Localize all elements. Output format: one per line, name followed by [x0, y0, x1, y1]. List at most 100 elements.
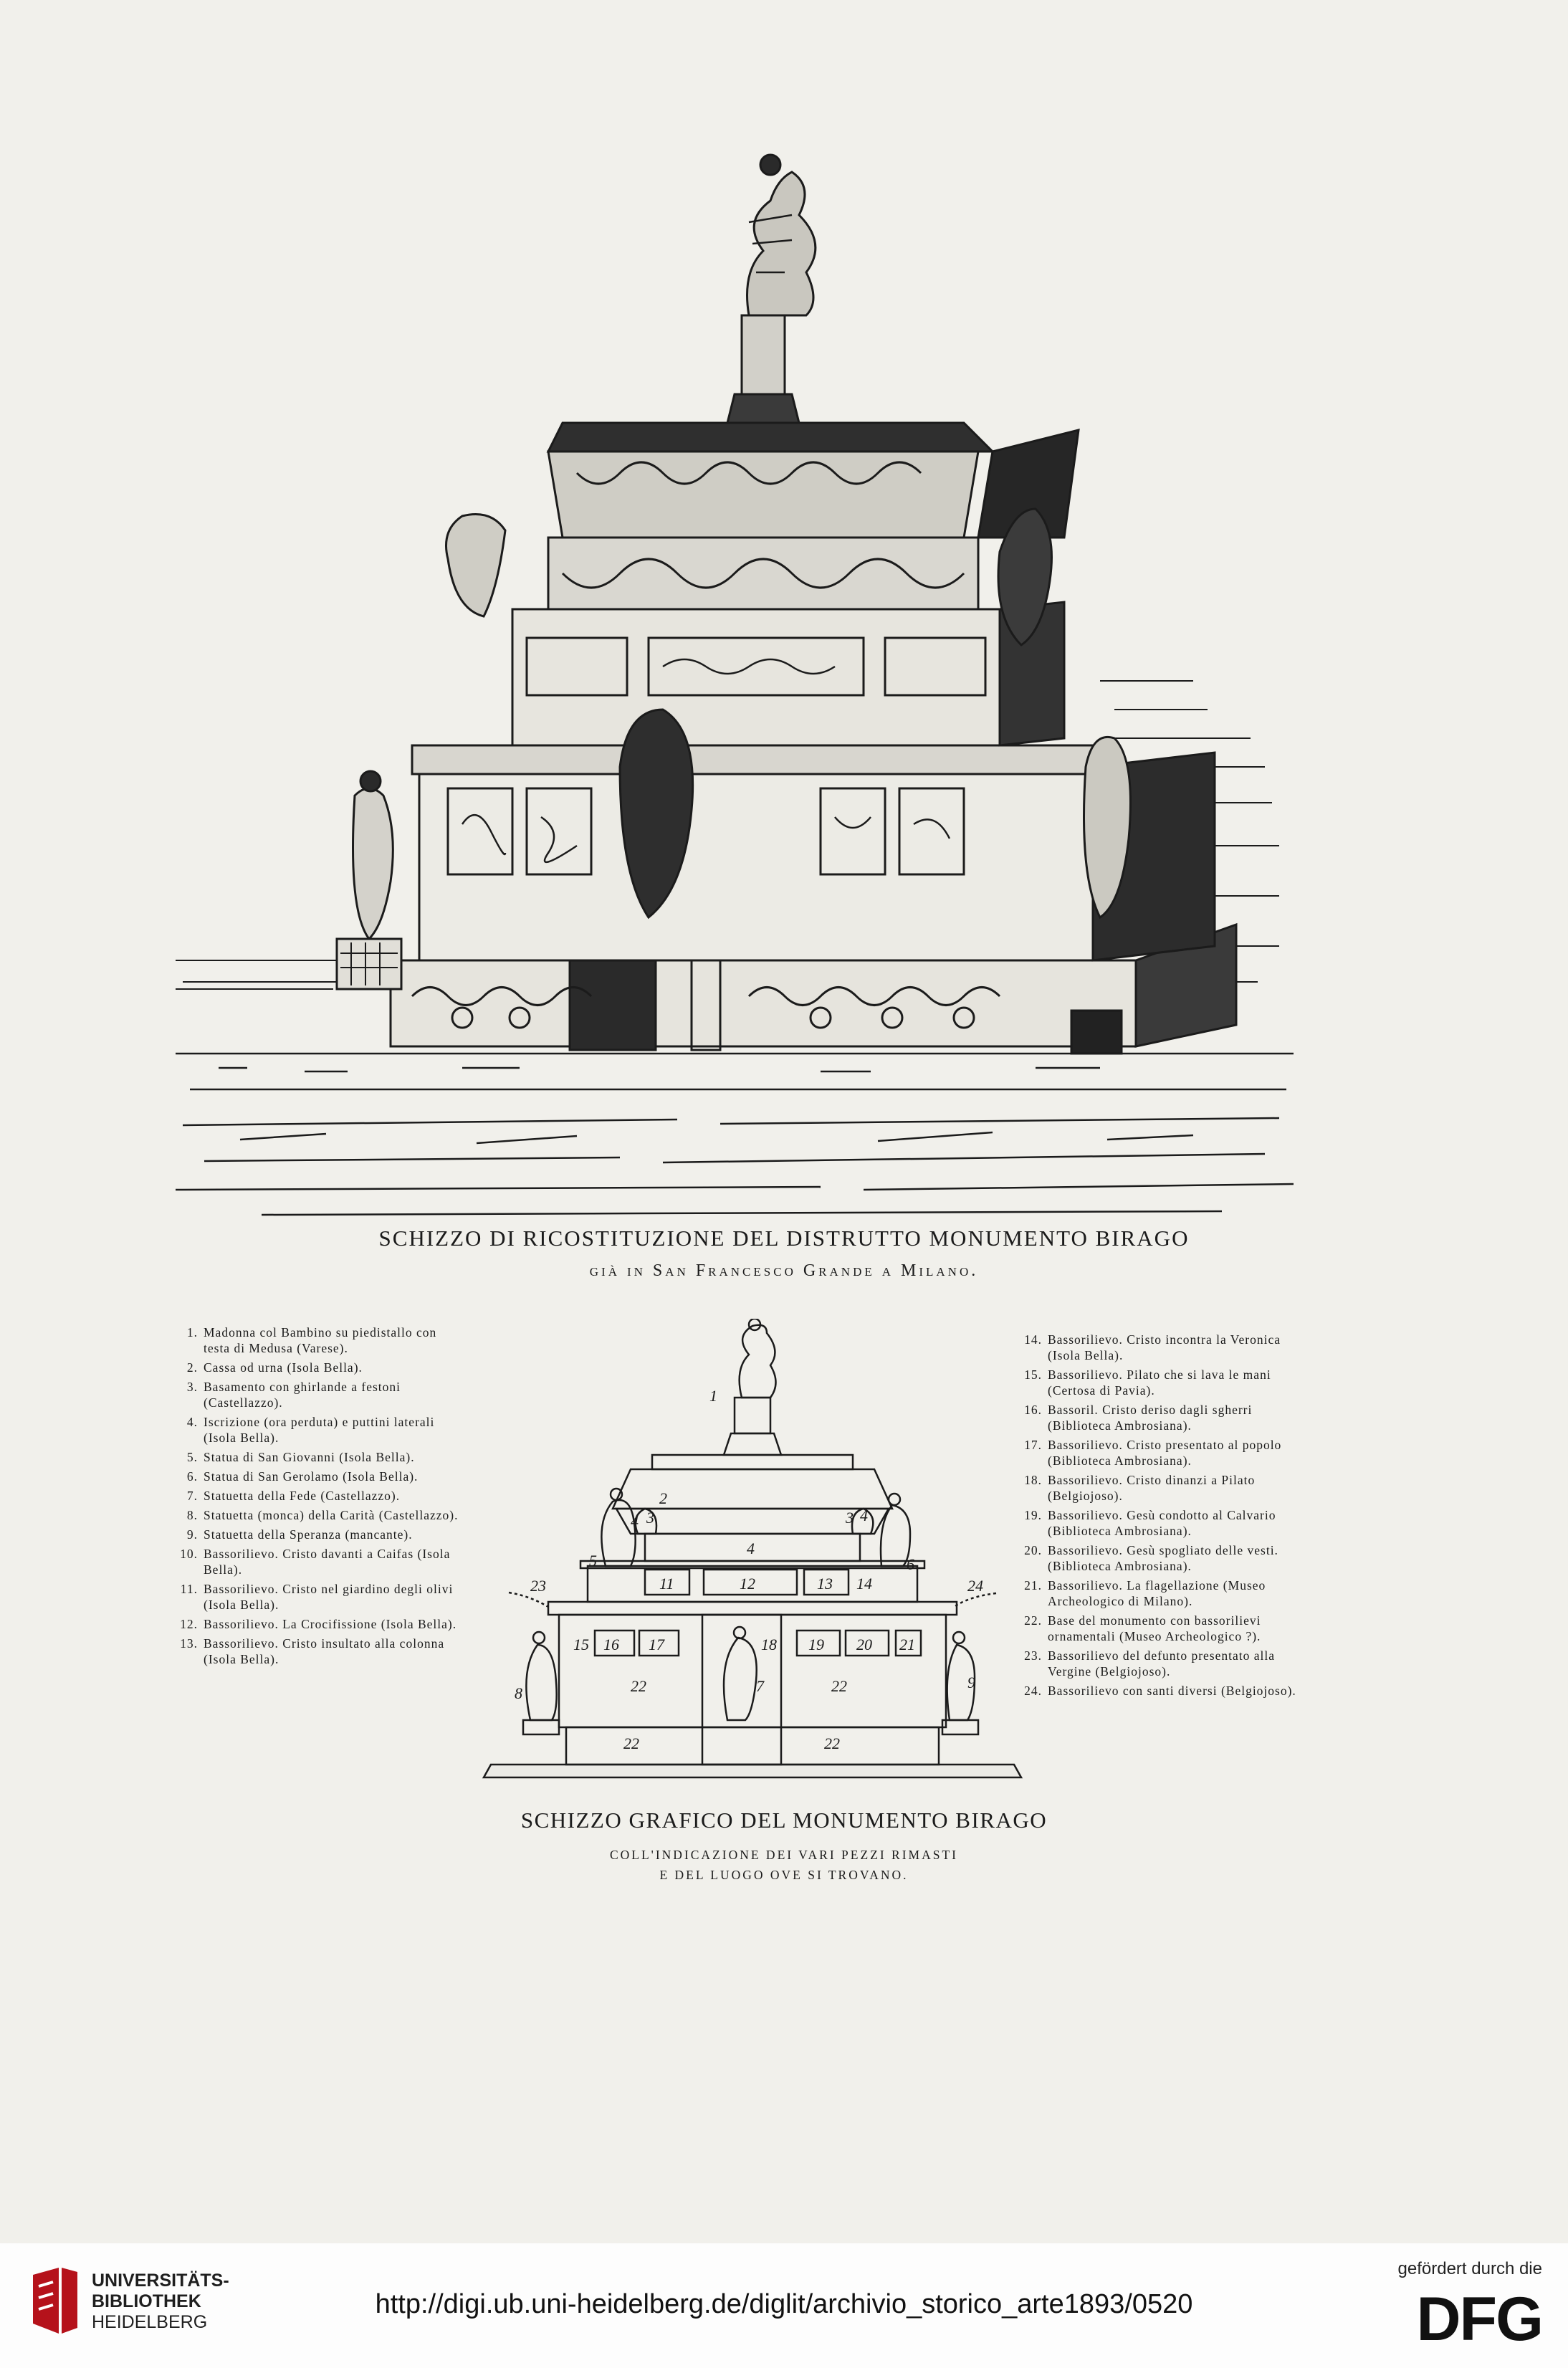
legend-item: 14.Bassorilievo. Cristo incontra la Vero… [1023, 1332, 1306, 1363]
legend-text: Bassorilievo. Cristo dinanzi a Pilato (B… [1048, 1473, 1256, 1503]
illustration-title: SCHIZZO DI RICOSTITUZIONE DEL DISTRUTTO … [378, 1226, 1190, 1251]
legend-item: 7.Statuetta della Fede (Castellazzo). [179, 1488, 466, 1504]
label-21: 21 [899, 1636, 915, 1653]
source-url-link[interactable]: http://digi.ub.uni-heidelberg.de/diglit/… [375, 2289, 1193, 2319]
label-11: 11 [659, 1575, 674, 1593]
legend-number: 10. [180, 1547, 198, 1561]
legend-text: Bassorilievo. La flagellazione (Museo Ar… [1048, 1578, 1266, 1608]
label-22c: 22 [623, 1734, 639, 1752]
legend-text: Bassorilievo. Pilato che si lava le mani… [1048, 1367, 1271, 1398]
legend-item: 1. Madonna col Bambino su piedistallo con… [179, 1324, 466, 1356]
legend-item: 3. Basamento con ghirlande a festoni (Cas… [179, 1379, 466, 1410]
legend-text: Madonna col Bambino su piedistallo con t… [204, 1325, 437, 1355]
legend-number: 18. [1024, 1473, 1042, 1487]
legend-number: 23. [1024, 1648, 1042, 1663]
legend-text: Statuetta della Speranza (mancante). [204, 1527, 413, 1542]
legend-item: 24.Bassorilievo con santi diversi (Belgi… [1023, 1683, 1306, 1699]
legend-item: 18. Bassorilievo. Cristo dinanzi a Pilato… [1023, 1472, 1306, 1504]
legend-number: 11. [180, 1582, 198, 1596]
legend-number: 9. [186, 1527, 198, 1542]
legend-item: 15.Bassorilievo. Pilato che si lava le m… [1023, 1367, 1306, 1398]
legend-number: 16. [1024, 1403, 1042, 1417]
legend-text: Bassorilievo. Cristo nel giardino degli … [204, 1582, 454, 1612]
label-4a: 4 [631, 1512, 639, 1530]
legend-number: 17. [1024, 1438, 1042, 1452]
monument-schematic-sketch: 1 2 4 3 3 4 4 5 6 11 12 13 14 23 24 15 1… [482, 1319, 1023, 1779]
label-5: 5 [589, 1552, 597, 1570]
sketch-subtitle-line1: COLL'INDICAZIONE DEI VARI PEZZI RIMASTI [609, 1848, 958, 1862]
label-17: 17 [649, 1636, 665, 1653]
legend-text: Bassorilievo. Cristo insultato alla colo… [204, 1636, 445, 1666]
label-24: 24 [967, 1577, 983, 1595]
digitization-footer: UNIVERSITÄTS- BIBLIOTHEK HEIDELBERG http… [0, 2243, 1568, 2368]
legend-right: 14.Bassorilievo. Cristo incontra la Vero… [1023, 1332, 1306, 1702]
label-1: 1 [709, 1387, 717, 1405]
label-2: 2 [659, 1489, 667, 1507]
label-8: 8 [515, 1684, 522, 1702]
label-4c: 4 [747, 1539, 755, 1557]
legend-item: 19.Bassorilievo. Gesù condotto al Calvar… [1023, 1507, 1306, 1539]
legend-item: 16. Bassoril. Cristo deriso dagli sgherri… [1023, 1402, 1306, 1433]
legend-text: Statua di San Giovanni (Isola Bella). [204, 1450, 415, 1464]
label-9: 9 [967, 1674, 975, 1691]
legend-number: 4. [186, 1415, 198, 1429]
legend-number: 5. [186, 1450, 198, 1464]
label-19: 19 [808, 1636, 824, 1653]
label-4b: 4 [860, 1507, 868, 1524]
legend-number: 3. [186, 1380, 198, 1394]
legend-item: 12. Bassorilievo. La Crocifissione (Isola… [179, 1616, 466, 1632]
sketch-subtitle-line2: E DEL LUOGO OVE SI TROVANO. [659, 1868, 909, 1882]
legend-text: Bassorilievo. Gesù spogliato delle vesti… [1048, 1543, 1278, 1573]
legend-number: 2. [186, 1360, 198, 1375]
legend-item: 20. Bassorilievo. Gesù spogliato delle ve… [1023, 1542, 1306, 1574]
legend-item: 4. Iscrizione (ora perduta) e puttini lat… [179, 1414, 466, 1446]
label-14: 14 [856, 1575, 872, 1593]
label-3a: 3 [646, 1509, 654, 1527]
legend-number: 6. [186, 1469, 198, 1484]
label-22a: 22 [631, 1677, 646, 1695]
label-12: 12 [740, 1575, 755, 1593]
label-7: 7 [756, 1677, 765, 1695]
legend-number: 21. [1024, 1578, 1042, 1593]
legend-number: 14. [1024, 1332, 1042, 1347]
dfg-logo[interactable]: DFG [1416, 2285, 1544, 2354]
label-6: 6 [907, 1555, 914, 1573]
legend-item: 22. Base del monumento con bassorilievi o… [1023, 1613, 1306, 1644]
legend-text: Base del monumento con bassorilievi orna… [1048, 1613, 1261, 1643]
illustration-subtitle: già in San Francesco Grande a Milano. [589, 1261, 979, 1280]
sketch-title: SCHIZZO GRAFICO DEL MONUMENTO BIRAGO [520, 1808, 1048, 1833]
scanned-page: SCHIZZO DI RICOSTITUZIONE DEL DISTRUTTO … [176, 153, 1306, 1882]
legend-number: 1. [186, 1325, 198, 1340]
label-20: 20 [856, 1636, 872, 1653]
label-3b: 3 [845, 1509, 854, 1527]
legend-text: Statuetta (monca) della Carità (Castella… [204, 1508, 459, 1522]
label-23: 23 [530, 1577, 546, 1595]
legend-text: Bassorilievo. La Crocifissione (Isola Be… [204, 1617, 457, 1631]
legend-text: Statua di San Gerolamo (Isola Bella). [204, 1469, 419, 1484]
legend-number: 19. [1024, 1508, 1042, 1522]
label-22b: 22 [831, 1677, 847, 1695]
library-line1: UNIVERSITÄTS- [92, 2271, 229, 2291]
legend-text: Bassorilievo del defunto presentato alla… [1048, 1648, 1276, 1679]
legend-number: 12. [180, 1617, 198, 1631]
legend-number: 20. [1024, 1543, 1042, 1557]
label-18: 18 [761, 1636, 777, 1653]
label-16: 16 [603, 1636, 619, 1653]
legend-item: 17.Bassorilievo. Cristo presentato al po… [1023, 1437, 1306, 1469]
university-library-logo-icon[interactable] [27, 2265, 82, 2339]
legend-item: 5. Statua di San Giovanni (Isola Bella). [179, 1449, 466, 1465]
legend-item: 9. Statuetta della Speranza (mancante). [179, 1527, 466, 1542]
legend-text: Iscrizione (ora perduta) e puttini later… [204, 1415, 435, 1445]
label-13: 13 [817, 1575, 833, 1593]
legend-text: Basamento con ghirlande a festoni (Caste… [204, 1380, 401, 1410]
library-line2: BIBLIOTHEK [92, 2291, 201, 2311]
legend-item: 13.Bassorilievo. Cristo insultato alla c… [179, 1636, 466, 1667]
legend-text: Bassoril. Cristo deriso dagli sgherri (B… [1048, 1403, 1253, 1433]
university-library-name: UNIVERSITÄTS- BIBLIOTHEK HEIDELBERG [92, 2271, 229, 2333]
legend-text: Bassorilievo con santi diversi (Belgiojo… [1048, 1684, 1296, 1698]
legend-number: 8. [186, 1508, 198, 1522]
legend-number: 7. [186, 1489, 198, 1503]
legend-item: 11. Bassorilievo. Cristo nel giardino deg… [179, 1581, 466, 1613]
legend-item: 2.Cassa od urna (Isola Bella). [179, 1360, 466, 1375]
legend-number: 22. [1024, 1613, 1042, 1628]
